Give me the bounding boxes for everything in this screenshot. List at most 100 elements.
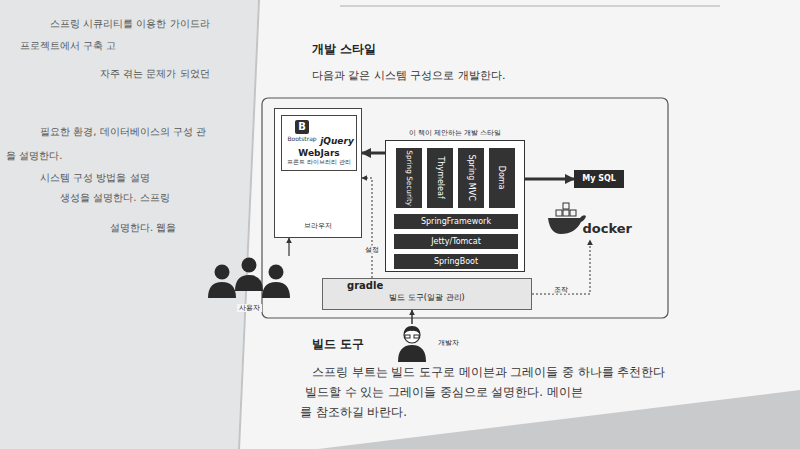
- book-pages-part: [239, 0, 259, 449]
- facing-page-text: 생성을 설명한다. 스프링: [60, 192, 170, 203]
- docker-whale-part: [563, 210, 569, 216]
- edge-label: 설정: [363, 246, 381, 254]
- node-text: Spring Security: [405, 150, 413, 206]
- facing-page-text: 을 설명한다.: [6, 150, 62, 161]
- developer-figure: [398, 326, 426, 362]
- users-figure-part: [262, 282, 290, 298]
- build-tool-band: gradle 빌드 도구(일괄 관리): [322, 278, 532, 310]
- users-figure-part: [242, 258, 257, 273]
- facing-page-text: 필요한 환경, 데이터베이스의 구성 관: [40, 126, 206, 137]
- docker-whale-part: [570, 210, 576, 216]
- label-holder: 프로젝트에서 구축 고: [20, 34, 116, 53]
- edge-label-holder: 조작: [552, 277, 570, 296]
- edge-label-holder: 설정: [363, 237, 381, 256]
- node-text: gradle: [347, 280, 383, 292]
- book-pages-part: [0, 0, 272, 449]
- book-pages-part: [238, 0, 800, 449]
- webjars-box: WebJars프론트 라이브러리 관리 B Bootstrap jQuery: [281, 115, 357, 171]
- label-holder: 스프링 부트는 빌드 도구로 메이븐과 그레이들 중 하나를 추천한다: [312, 361, 665, 380]
- connector: [362, 178, 372, 278]
- layer-bar: SpringBoot: [394, 254, 518, 269]
- developer-figure-part: [398, 345, 426, 362]
- library-column: Spring MVC: [458, 148, 484, 208]
- docker-logo: docker: [546, 200, 634, 240]
- label-holder: 빌드 도구: [312, 333, 364, 352]
- users-figure-part: [215, 265, 230, 280]
- library-column: Spring Security: [396, 148, 422, 208]
- node-text: 브라우저: [304, 222, 332, 230]
- label-holder: 설명한다. 웹을: [110, 216, 176, 235]
- jquery-icon: jQuery: [317, 120, 357, 146]
- node-text: jQuery: [320, 136, 354, 146]
- facing-page-text: 설명한다. 웹을: [110, 222, 176, 233]
- facing-page-text: 시스템 구성 방법을 설명: [40, 172, 150, 183]
- connector: [532, 240, 590, 294]
- node-text: 사용자: [237, 304, 262, 312]
- layer-bar: SpringFramework: [394, 214, 518, 229]
- users-figure: [208, 258, 290, 299]
- section-heading: 빌드 도구: [312, 337, 364, 351]
- node-text: 프론트 라이브러리 관리: [287, 159, 351, 166]
- browser-box: 브라우저 WebJars프론트 라이브러리 관리 B Bootstrap jQuery: [274, 108, 362, 238]
- label-holder: 를 참조하길 바란다.: [300, 401, 407, 420]
- library-column: Thymeleaf: [427, 148, 453, 208]
- body-text: 를 참조하길 바란다.: [300, 405, 407, 419]
- developer-figure-part: [404, 327, 420, 343]
- body-text: 스프링 부트는 빌드 도구로 메이븐과 그레이들 중 하나를 추천한다: [312, 365, 665, 379]
- label-holder: 필요한 환경, 데이터베이스의 구성 관: [40, 120, 206, 139]
- diagram-frame-part: [262, 98, 668, 318]
- label-holder: 시스템 구성 방법을 설명: [40, 166, 150, 185]
- section-title: 개발 스타일: [312, 42, 376, 56]
- node-text: Spring MVC: [466, 155, 475, 201]
- connector: [411, 310, 413, 324]
- library-column: Doma: [489, 148, 515, 208]
- facing-page-text: 프로젝트에서 구축 고: [20, 40, 116, 51]
- node-text: Jetty/Tomcat: [431, 237, 481, 246]
- database-box: My SQL: [574, 170, 624, 188]
- label-holder: 다음과 같은 시스템 구성으로 개발한다.: [312, 64, 505, 83]
- label-holder: 생성을 설명한다. 스프링: [60, 186, 170, 205]
- developer-figure-node: 개발자: [394, 324, 470, 362]
- node-text: My SQL: [582, 174, 616, 183]
- connector: [362, 152, 385, 155]
- developer-figure-part: [404, 326, 420, 334]
- facing-page-text: 스프링 시큐리티를 이용한 가이드라: [50, 18, 210, 29]
- developer-figure-part: [414, 335, 419, 338]
- node-text: SpringBoot: [434, 257, 478, 266]
- diagram-frame: [262, 98, 668, 318]
- connector: [288, 238, 289, 256]
- node-text: 개발자: [438, 339, 459, 347]
- node-text: WebJars: [298, 148, 339, 158]
- subtitle-text: 다음과 같은 시스템 구성으로 개발한다.: [312, 69, 505, 82]
- docker-whale: [548, 203, 586, 234]
- users-figure-part: [269, 265, 284, 280]
- label-holder: 자주 겪는 문제가 되었던: [100, 62, 210, 81]
- node-text: SpringFramework: [421, 217, 491, 226]
- node-text: Thymeleaf: [435, 157, 444, 199]
- facing-page-text: 자주 겪는 문제가 되었던: [100, 68, 210, 79]
- body-text: 빌드할 수 있는 그레이들 중심으로 설명한다. 메이븐: [305, 385, 583, 399]
- label-holder: 스프링 시큐리티를 이용한 가이드라: [50, 12, 210, 31]
- framework-box: 이 책이 제안하는 개발 스타일Spring SecurityThymeleaf…: [385, 140, 525, 272]
- connector: [525, 178, 574, 181]
- node-text: docker: [583, 222, 632, 237]
- label-holder: 을 설명한다.: [6, 144, 62, 163]
- edge-label: 조작: [552, 286, 570, 294]
- layer-bar: Jetty/Tomcat: [394, 234, 518, 249]
- node-text: Bootstrap: [287, 136, 316, 143]
- docker-whale-part: [556, 210, 562, 216]
- users-figure-part: [235, 275, 263, 291]
- node-text: 이 책이 제안하는 개발 스타일: [409, 129, 502, 137]
- node-text: Doma: [497, 166, 506, 190]
- node-text: 빌드 도구(일괄 관리): [389, 293, 464, 302]
- node-text: B: [295, 120, 309, 134]
- bootstrap-icon: B Bootstrap: [284, 120, 319, 146]
- label-holder: 빌드할 수 있는 그레이들 중심으로 설명한다. 메이븐: [305, 381, 583, 400]
- docker-whale-part: [548, 215, 586, 234]
- book-pages-part: [340, 6, 720, 7]
- docker-whale-part: [563, 203, 569, 209]
- users-figure-part: [208, 282, 236, 298]
